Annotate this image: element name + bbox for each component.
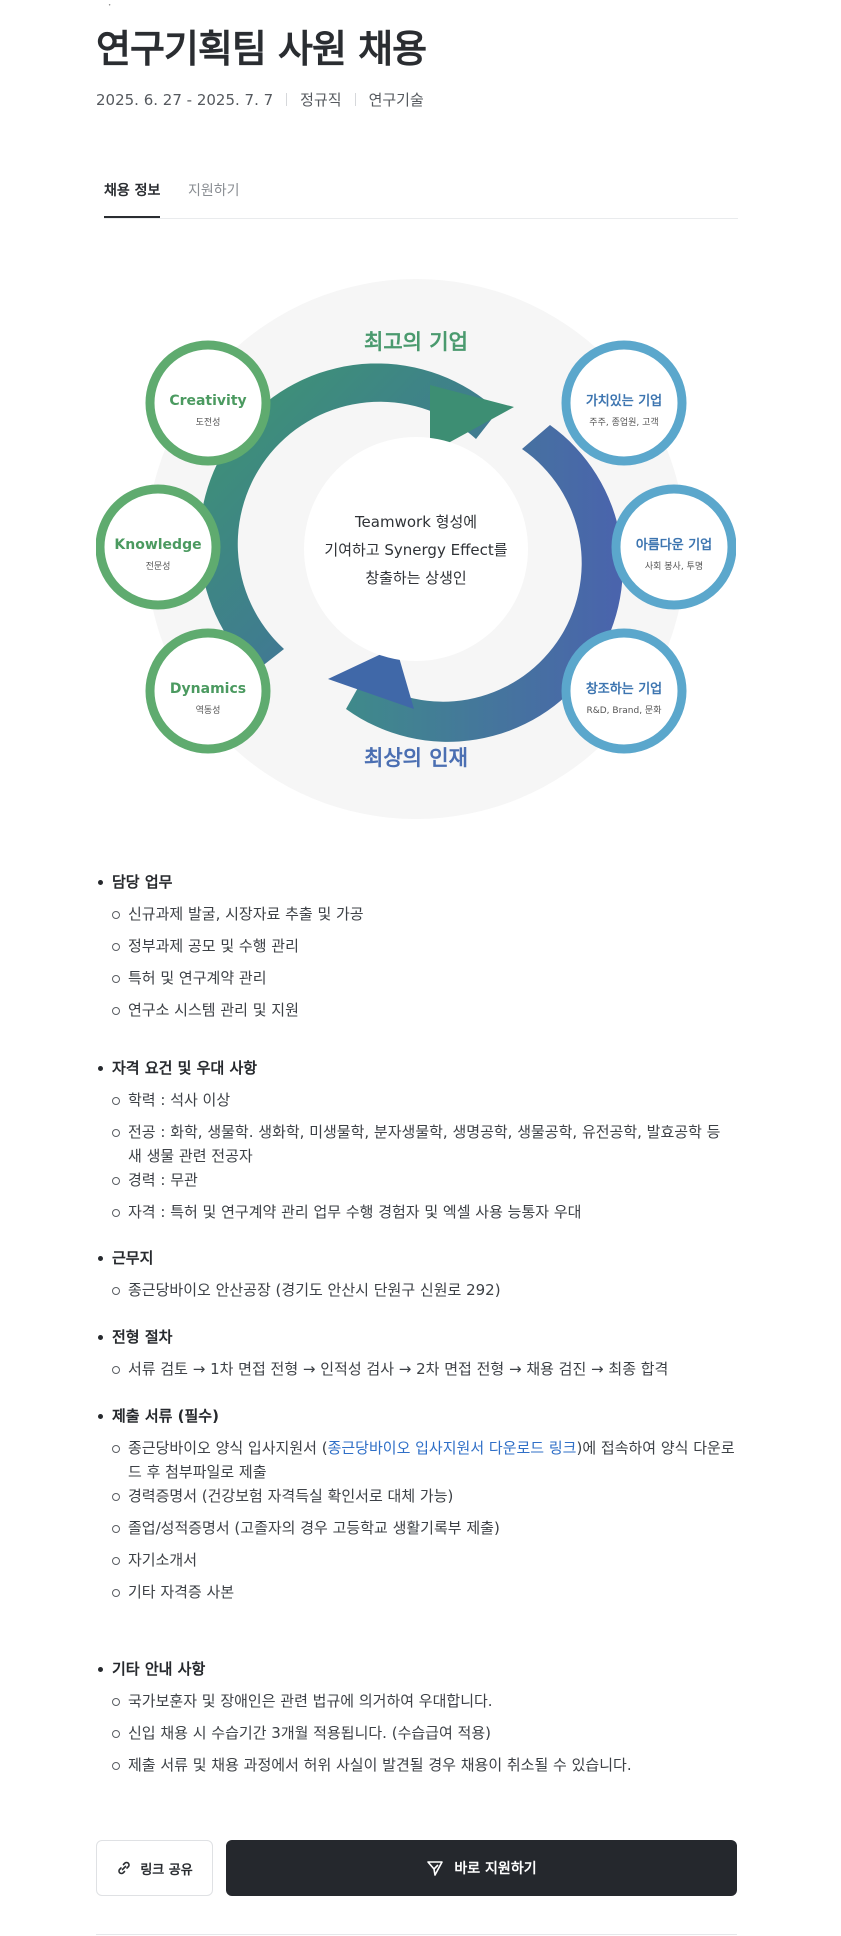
- top-edge-mark: ㆍ: [104, 0, 116, 12]
- circle-creativity: [145, 340, 271, 466]
- send-icon: [426, 1859, 444, 1877]
- tab-bar: 채용 정보 지원하기: [104, 175, 738, 219]
- dynamics-title: Dynamics: [170, 681, 246, 697]
- application-form-download-link[interactable]: 종근당바이오 입사지원서 다운로드 링크: [327, 1439, 577, 1457]
- valuable-company-subtitle: 주주, 종업원, 고객: [589, 417, 658, 428]
- list-item: 제출 서류 및 채용 과정에서 허위 사실이 발견될 경우 채용이 취소될 수 …: [96, 1753, 632, 1777]
- list-item: 종근당바이오 양식 입사지원서 (종근당바이오 입사지원서 다운로드 링크)에 …: [96, 1436, 736, 1484]
- knowledge-subtitle: 전문성: [146, 561, 171, 572]
- list-item: 신입 채용 시 수습기간 3개월 적용됩니다. (수습급여 적용): [96, 1721, 632, 1745]
- circle-beautiful-company: [611, 484, 736, 610]
- apply-now-label: 바로 지원하기: [454, 1861, 537, 1877]
- page-title: 연구기획팀 사원 채용: [96, 27, 427, 71]
- application-form-instruction: )에 접속하여 양식 다운로드 후 첨부파일로 제출: [128, 1439, 735, 1481]
- section-title: 제출 서류 (필수): [96, 1404, 736, 1428]
- list-item: 종근당바이오 안산공장 (경기도 안산시 단원구 신원로 292): [96, 1278, 501, 1302]
- tab-job-info[interactable]: 채용 정보: [104, 180, 160, 218]
- section-qualifications: 자격 요건 및 우대 사항 학력 : 석사 이상 전공 : 화학, 생물학. 생…: [96, 1056, 736, 1232]
- ring-arrow-lower: [346, 425, 623, 742]
- share-link-label: 링크 공유: [140, 1862, 193, 1878]
- talent-diagram-svg: 최고의 기업 최상의 인재 Teamwork 형성에 기여하고 Synergy …: [96, 279, 736, 819]
- circle-valuable-company: [561, 340, 687, 466]
- creative-company-subtitle: R&D, Brand, 문화: [586, 705, 661, 716]
- ring-arrowhead-bottom: [328, 647, 414, 709]
- section-title: 기타 안내 사항: [96, 1657, 632, 1681]
- list-item: 서류 검토 → 1차 면접 전형 → 인적성 검사 → 2차 면접 전형 → 채…: [96, 1357, 668, 1381]
- list-item: 경력 : 무관: [96, 1168, 736, 1192]
- circle-dynamics: [145, 628, 271, 754]
- section-notes: 기타 안내 사항 국가보훈자 및 장애인은 관련 법규에 의거하여 우대합니다.…: [96, 1657, 632, 1785]
- center-text-line-2: 기여하고 Synergy Effect를: [324, 541, 507, 559]
- beautiful-company-subtitle: 사회 봉사, 투명: [645, 561, 703, 572]
- list-item: 국가보훈자 및 장애인은 관련 법규에 의거하여 우대합니다.: [96, 1689, 632, 1713]
- knowledge-title: Knowledge: [114, 537, 201, 553]
- job-meta: 2025. 6. 27 - 2025. 7. 7 정규직 연구기술: [96, 89, 424, 110]
- action-bar: 링크 공유 바로 지원하기: [96, 1840, 737, 1896]
- creative-company-title: 창조하는 기업: [586, 681, 662, 697]
- list-item: 경력증명서 (건강보험 자격득실 확인서로 대체 가능): [96, 1484, 736, 1508]
- bottom-divider: [96, 1934, 737, 1935]
- list-item: 연구소 시스템 관리 및 지원: [96, 998, 364, 1022]
- list-item: 신규과제 발굴, 시장자료 추출 및 가공: [96, 902, 364, 926]
- list-item: 자격 : 특허 및 연구계약 관리 업무 수행 경험자 및 엑셀 사용 능통자 …: [96, 1200, 736, 1224]
- ring-arrow-upper: [199, 363, 498, 671]
- section-location: 근무지 종근당바이오 안산공장 (경기도 안산시 단원구 신원로 292): [96, 1246, 501, 1310]
- employment-type: 정규직: [300, 91, 342, 109]
- list-item: 자기소개서: [96, 1548, 736, 1572]
- section-title: 담당 업무: [96, 870, 364, 894]
- creativity-subtitle: 도전성: [196, 417, 221, 428]
- location-list: 종근당바이오 안산공장 (경기도 안산시 단원구 신원로 292): [96, 1278, 501, 1302]
- circle-knowledge: [96, 484, 221, 610]
- dynamics-subtitle: 역동성: [196, 705, 221, 716]
- qualifications-list: 학력 : 석사 이상 전공 : 화학, 생물학. 생화학, 미생물학, 분자생물…: [96, 1088, 736, 1224]
- apply-now-button[interactable]: 바로 지원하기: [226, 1840, 737, 1896]
- list-item: 전공 : 화학, 생물학. 생화학, 미생물학, 분자생물학, 생명공학, 생물…: [96, 1120, 736, 1168]
- section-documents: 제출 서류 (필수) 종근당바이오 양식 입사지원서 (종근당바이오 입사지원서…: [96, 1404, 736, 1612]
- list-item: 정부과제 공모 및 수행 관리: [96, 934, 364, 958]
- circle-creative-company: [561, 628, 687, 754]
- center-disc: [304, 437, 528, 661]
- ring-arrowhead-top: [430, 385, 514, 453]
- application-form-text: 종근당바이오 양식 입사지원서 (: [128, 1439, 328, 1457]
- section-duties: 담당 업무 신규과제 발굴, 시장자료 추출 및 가공 정부과제 공모 및 수행…: [96, 870, 364, 1030]
- notes-list: 국가보훈자 및 장애인은 관련 법규에 의거하여 우대합니다. 신입 채용 시 …: [96, 1689, 632, 1777]
- section-title: 전형 절차: [96, 1325, 668, 1349]
- meta-divider: [286, 93, 288, 106]
- section-title: 자격 요건 및 우대 사항: [96, 1056, 736, 1080]
- documents-list: 종근당바이오 양식 입사지원서 (종근당바이오 입사지원서 다운로드 링크)에 …: [96, 1436, 736, 1604]
- top-label: 최고의 기업: [364, 330, 468, 354]
- list-item: 졸업/성적증명서 (고졸자의 경우 고등학교 생활기록부 제출): [96, 1516, 736, 1540]
- talent-diagram: 최고의 기업 최상의 인재 Teamwork 형성에 기여하고 Synergy …: [96, 275, 736, 823]
- link-icon: [116, 1860, 132, 1876]
- share-link-button[interactable]: 링크 공유: [96, 1840, 213, 1896]
- center-text-line-1: Teamwork 형성에: [354, 513, 477, 531]
- list-item: 학력 : 석사 이상: [96, 1088, 736, 1112]
- creativity-title: Creativity: [169, 393, 246, 409]
- posting-period: 2025. 6. 27 - 2025. 7. 7: [96, 90, 274, 109]
- section-title: 근무지: [96, 1246, 501, 1270]
- tab-apply[interactable]: 지원하기: [188, 183, 240, 199]
- job-category: 연구기술: [368, 91, 424, 109]
- duties-list: 신규과제 발굴, 시장자료 추출 및 가공 정부과제 공모 및 수행 관리 특허…: [96, 902, 364, 1022]
- valuable-company-title: 가치있는 기업: [586, 393, 662, 409]
- section-process: 전형 절차 서류 검토 → 1차 면접 전형 → 인적성 검사 → 2차 면접 …: [96, 1325, 668, 1389]
- meta-divider: [354, 93, 356, 106]
- list-item: 특허 및 연구계약 관리: [96, 966, 364, 990]
- center-text-line-3: 창출하는 상생인: [365, 569, 466, 587]
- bottom-label: 최상의 인재: [364, 746, 468, 770]
- list-item: 기타 자격증 사본: [96, 1580, 736, 1604]
- process-list: 서류 검토 → 1차 면접 전형 → 인적성 검사 → 2차 면접 전형 → 채…: [96, 1357, 668, 1381]
- beautiful-company-title: 아름다운 기업: [636, 537, 712, 553]
